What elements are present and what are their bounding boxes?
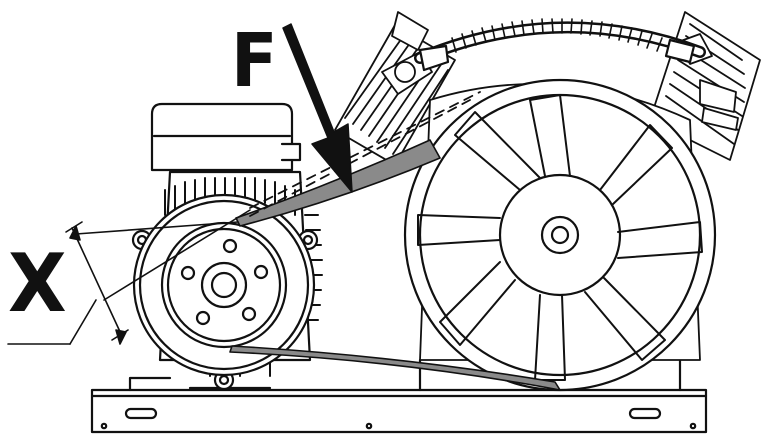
- deflection-marker: [7, 209, 251, 345]
- force-arrow: [282, 23, 353, 193]
- compressor-flywheel: [403, 78, 717, 392]
- force-label: F: [231, 18, 278, 104]
- base-plate: [90, 348, 708, 434]
- transfer-pipe: [414, 18, 706, 72]
- deflection-label: X: [8, 237, 67, 330]
- drive-belt: [229, 91, 561, 391]
- motor-pulley: [132, 193, 316, 377]
